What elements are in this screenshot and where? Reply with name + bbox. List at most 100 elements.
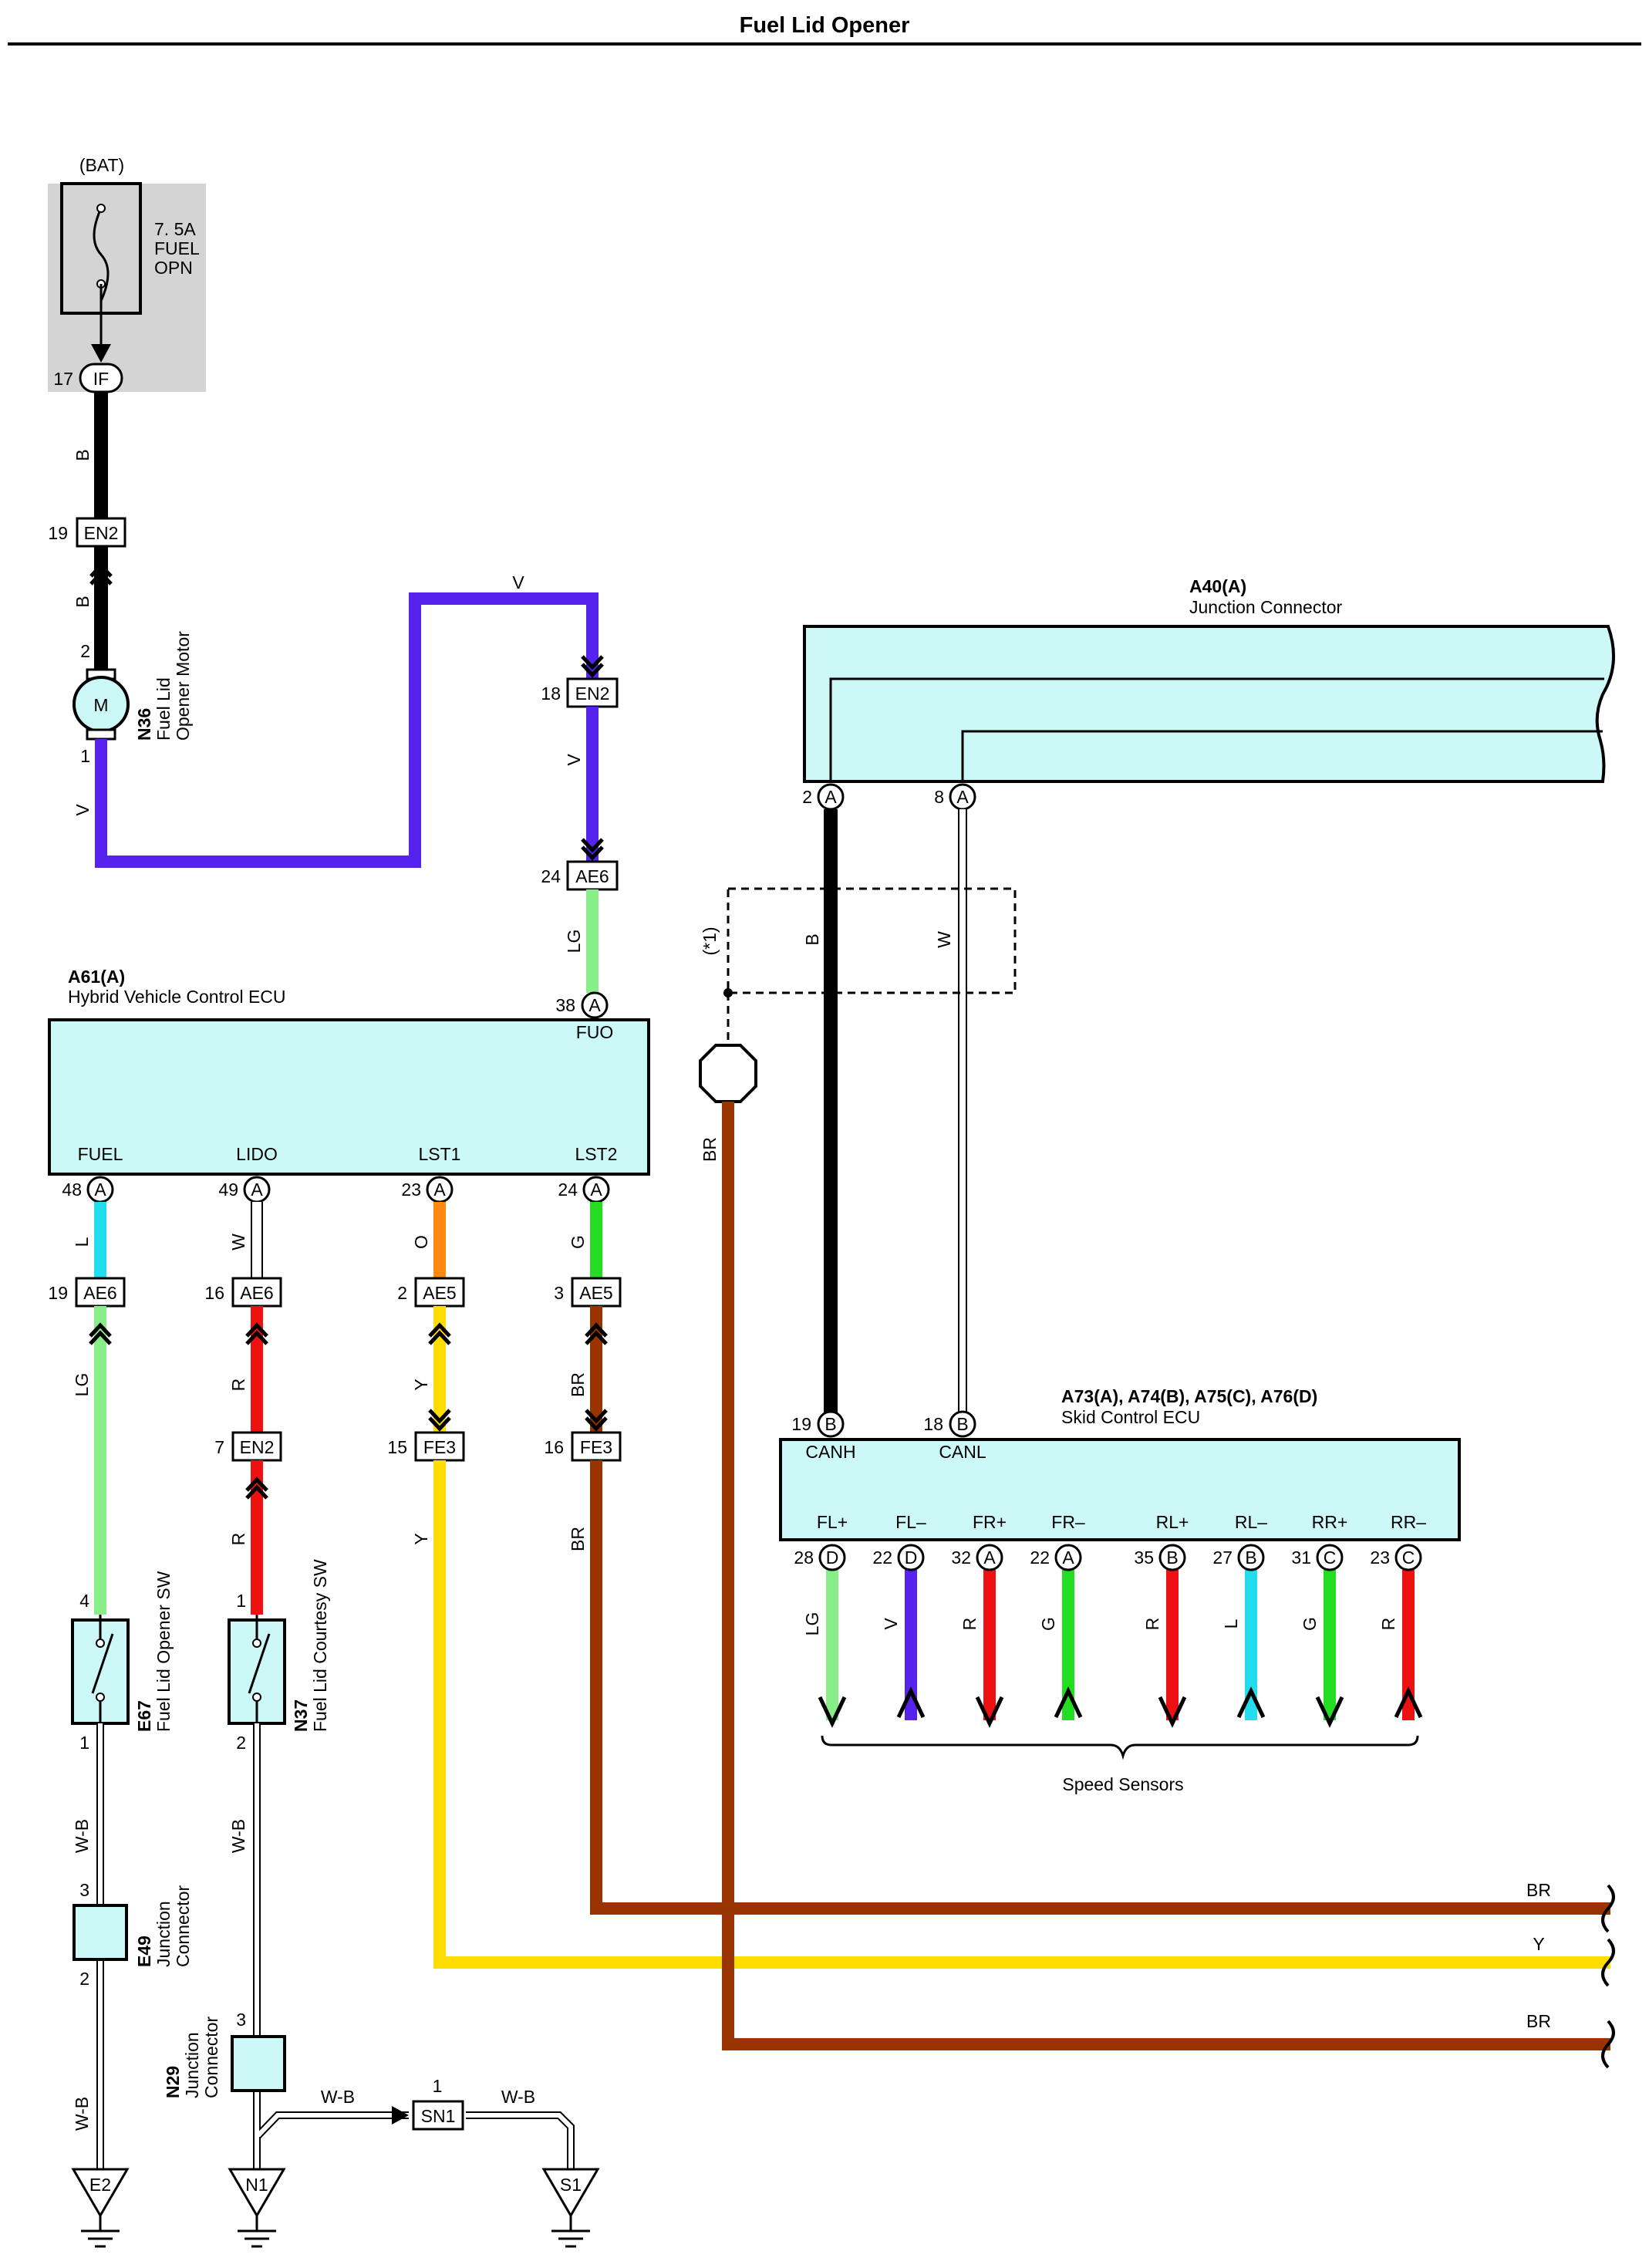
fuse-rating: 7. 5A bbox=[154, 219, 196, 239]
wire-br-3 bbox=[722, 1102, 1610, 2050]
skid-ecu-pin bbox=[818, 1544, 846, 1571]
sensor-wire-label: R bbox=[1142, 1618, 1162, 1631]
hv-ecu-pin-49-num: 49 bbox=[218, 1180, 238, 1200]
hv-ecu-pin-23-num: 23 bbox=[401, 1180, 421, 1200]
connector-en2-19-pin: 19 bbox=[48, 523, 68, 543]
fuse-background bbox=[48, 184, 206, 392]
connector-en2-18-pin: 18 bbox=[541, 683, 561, 704]
motor-symbol: M bbox=[93, 695, 108, 715]
skid-ecu-pin-conn: A bbox=[1062, 1547, 1074, 1568]
arrow-down-icon bbox=[818, 1696, 847, 1728]
junction-e49-pin-bottom: 2 bbox=[79, 1969, 89, 1989]
hv-ecu-pin-38-conn: A bbox=[588, 995, 601, 1015]
skid-ecu-pin-num: 32 bbox=[951, 1547, 971, 1568]
skid-ecu-pin-conn: B bbox=[1166, 1547, 1178, 1568]
skid-ecu-pin-conn: C bbox=[1402, 1547, 1415, 1568]
connector-ae5-2-pin: 2 bbox=[397, 1283, 407, 1303]
hv-ecu-name: Hybrid Vehicle Control ECU bbox=[68, 987, 286, 1007]
wire-b-2-label: B bbox=[73, 596, 93, 607]
break-mark-icon bbox=[1601, 2020, 1615, 2069]
optional-splice-box bbox=[727, 887, 1017, 994]
skid-ecu-pin-label: FL– bbox=[895, 1512, 926, 1532]
switch-e67-code: E67 bbox=[134, 1700, 154, 1732]
fuse-icon bbox=[93, 208, 110, 302]
wire-br-2 bbox=[590, 1460, 1610, 1915]
skid-ecu-pin-num: 23 bbox=[1370, 1547, 1390, 1568]
junction-n29-code: N29 bbox=[163, 2066, 183, 2098]
wire-br-3-label: BR bbox=[700, 1137, 720, 1162]
skid-ecu-pin-label: FL+ bbox=[817, 1512, 848, 1532]
jc-a40-name: Junction Connector bbox=[1189, 597, 1343, 617]
skid-ecu-pin bbox=[1394, 1544, 1422, 1571]
connector-sn1-label: SN1 bbox=[421, 2106, 456, 2126]
connector-sn1-pin: 1 bbox=[433, 2076, 443, 2096]
motor-pin-bottom: 1 bbox=[80, 746, 90, 766]
skid-ecu-pin-conn: B bbox=[1245, 1547, 1256, 1568]
wire-v-1-label: V bbox=[73, 804, 93, 816]
motor-name-1: Fuel Lid bbox=[153, 677, 174, 741]
skid-ecu-pin-18 bbox=[949, 1410, 976, 1438]
connector-ae6-19-pin: 19 bbox=[48, 1283, 68, 1303]
hv-ecu-pin-49-conn: A bbox=[251, 1180, 263, 1200]
skid-ecu-pin-18-conn: B bbox=[956, 1414, 968, 1434]
arrow-up-icon bbox=[896, 1686, 926, 1719]
fuse-source-label: (BAT) bbox=[79, 155, 124, 175]
jc-a40-code: A40(A) bbox=[1189, 576, 1246, 596]
sensor-wire-label: R bbox=[959, 1618, 980, 1631]
hv-ecu-pin-fuo-label: FUO bbox=[576, 1022, 614, 1042]
hv-ecu-pin-lst2-label: LST2 bbox=[575, 1144, 618, 1164]
skid-ecu-pin bbox=[1237, 1544, 1265, 1571]
switch-e67-name: Fuel Lid Opener SW bbox=[153, 1571, 174, 1732]
hv-ecu-pin-48-num: 48 bbox=[62, 1180, 82, 1200]
switch-n37: 1 2 N37 Fuel Lid Courtesy SW bbox=[228, 1559, 330, 1753]
sensor-wire-label: V bbox=[881, 1618, 901, 1630]
skid-ecu-pin-num: 22 bbox=[872, 1547, 892, 1568]
junction-e49-name-1: Junction bbox=[153, 1901, 174, 1967]
motor-code: N36 bbox=[134, 708, 154, 741]
wire-l-label: L bbox=[72, 1237, 92, 1247]
skid-ecu-pin-label: RL– bbox=[1235, 1512, 1267, 1532]
skid-ecu-pin bbox=[1158, 1544, 1186, 1571]
wire-lg-2-label: LG bbox=[72, 1373, 92, 1397]
wire-o-label: O bbox=[411, 1235, 431, 1249]
wire-lg-1-label: LG bbox=[564, 930, 584, 953]
arrow-down-icon bbox=[1158, 1696, 1187, 1728]
connector-ae5-2-label: AE5 bbox=[423, 1283, 456, 1303]
hv-ecu-pin-23-conn: A bbox=[433, 1180, 446, 1200]
skid-ecu-pin-19-conn: B bbox=[824, 1414, 836, 1434]
sensor-wire-label: L bbox=[1221, 1618, 1241, 1628]
sensor-wire-label: G bbox=[1038, 1617, 1058, 1631]
connector-fe3-15-label: FE3 bbox=[423, 1437, 456, 1457]
skid-control-ecu: A73(A), A74(B), A75(C), A76(D) Skid Cont… bbox=[779, 1386, 1461, 1541]
connector-en2-7-pin: 7 bbox=[214, 1437, 224, 1457]
break-mark-icon bbox=[1601, 1884, 1615, 1933]
wire-y-1-label: Y bbox=[411, 1379, 431, 1390]
connector-fe3-15 bbox=[414, 1431, 465, 1462]
connector-fe3-16-label: FE3 bbox=[580, 1437, 612, 1457]
skid-ecu-pin-label: FR– bbox=[1051, 1512, 1085, 1532]
skid-ecu-pin-num: 31 bbox=[1291, 1547, 1311, 1568]
wire-br-2-label: BR bbox=[568, 1527, 588, 1551]
wire-g-label: G bbox=[568, 1235, 588, 1249]
hv-ecu-pin-38 bbox=[581, 991, 609, 1019]
connector-en2-18-label: EN2 bbox=[575, 683, 610, 704]
connector-ae6-24 bbox=[566, 860, 619, 891]
skid-ecu-pin bbox=[897, 1544, 925, 1571]
break-mark-icon bbox=[1601, 1938, 1615, 1987]
switch-n37-pin-top: 1 bbox=[236, 1591, 246, 1611]
connector-ae6-24-pin: 24 bbox=[541, 866, 561, 886]
junction-e49-name-2: Connector bbox=[173, 1885, 193, 1967]
wire-can-b-label: B bbox=[802, 933, 822, 945]
connector-if-pin: 17 bbox=[53, 369, 73, 389]
wire-right-br2-label: BR bbox=[1526, 2011, 1551, 2031]
hv-ecu-pin-38-num: 38 bbox=[555, 995, 575, 1015]
arrow-up-icon bbox=[1236, 1686, 1266, 1719]
wire-v-1 bbox=[95, 592, 599, 868]
jc-a40-pin-8-conn: A bbox=[956, 787, 969, 807]
fuse-name-1: FUEL bbox=[154, 238, 200, 258]
switch-e67: 4 1 E67 Fuel Lid Opener SW bbox=[71, 1571, 174, 1753]
junction-n29-pin-top: 3 bbox=[236, 2010, 246, 2030]
junction-n29: 3 N29 Junction Connector bbox=[163, 2010, 286, 2098]
skid-ecu-code: A73(A), A74(B), A75(C), A76(D) bbox=[1061, 1386, 1317, 1406]
skid-ecu-pin-label: RR– bbox=[1391, 1512, 1426, 1532]
